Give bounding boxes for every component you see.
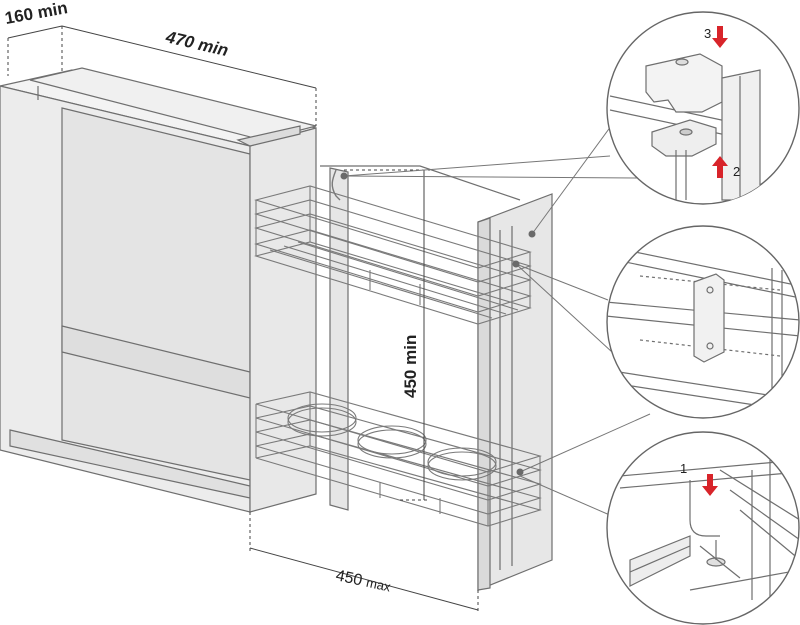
step-number: 3 bbox=[704, 26, 711, 41]
callout-points bbox=[340, 172, 536, 476]
callout-point bbox=[528, 230, 536, 238]
max-width-dimension-label: 450 max bbox=[334, 567, 393, 595]
detail-bottom-runner: 1 bbox=[606, 431, 800, 625]
depth-dimension-line bbox=[7, 25, 63, 39]
dimension-lines bbox=[7, 25, 479, 614]
arrow-up-icon bbox=[712, 156, 728, 178]
max-width-dimension-line bbox=[249, 547, 479, 611]
depth-dimension-label: 160 min bbox=[3, 0, 69, 28]
width-dimension-label: 470 min bbox=[163, 27, 230, 60]
step-number: 2 bbox=[733, 164, 740, 179]
callout-point bbox=[516, 468, 524, 476]
height-dimension-label: 450 min bbox=[401, 335, 420, 398]
callout-point bbox=[512, 260, 520, 268]
arrow-down-icon bbox=[702, 474, 718, 496]
step-number: 1 bbox=[680, 461, 687, 476]
detail-middle-bracket bbox=[606, 225, 800, 419]
pullout-frame bbox=[320, 165, 553, 591]
lower-basket bbox=[255, 391, 542, 527]
width-dimension-line bbox=[61, 25, 317, 89]
upper-basket bbox=[253, 169, 532, 325]
callout-leaders bbox=[343, 121, 651, 517]
arrow-down-icon bbox=[712, 26, 728, 48]
detail-top-bracket: 3 2 bbox=[606, 11, 800, 205]
callout-point bbox=[340, 172, 348, 180]
cabinet-body bbox=[0, 67, 317, 513]
